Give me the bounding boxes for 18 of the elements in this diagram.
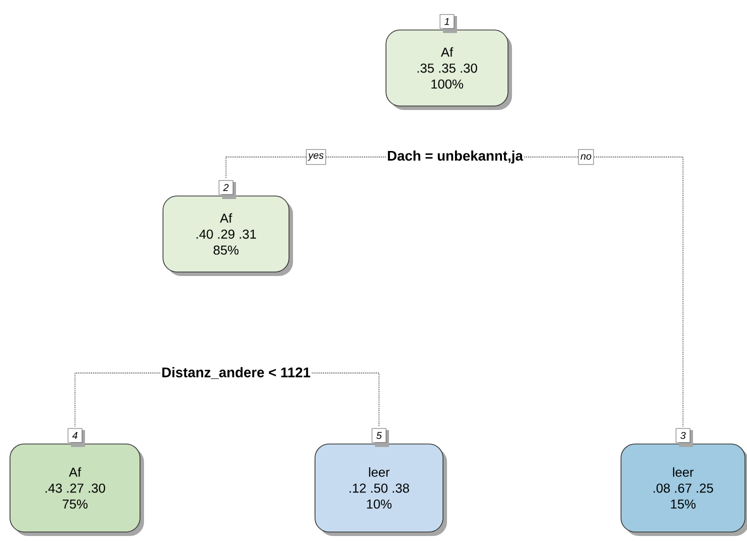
edge-label: no <box>578 149 594 165</box>
node-number-box: 3 <box>676 428 693 447</box>
node-number-box: 2 <box>218 180 236 199</box>
tree-node-box: Af .35 .35 .30 100% <box>386 30 512 110</box>
tree-node-box: Af .43 .27 .30 75% <box>10 444 144 536</box>
node-number-box: 5 <box>372 428 389 447</box>
connector-line <box>226 156 386 180</box>
tree-node-box: leer .12 .50 .38 10% <box>314 444 447 536</box>
tree-node-box: leer .08 .67 .25 15% <box>620 444 747 536</box>
split-condition: Dach = unbekannt,ja <box>388 150 524 164</box>
connector-line <box>524 156 684 428</box>
connector-line <box>311 372 380 428</box>
node-number-box: 4 <box>68 428 85 447</box>
tree-node-box: Af .40 .29 .31 85% <box>162 196 293 276</box>
connector-line <box>74 372 161 428</box>
edge-label: yes <box>306 149 326 165</box>
node-number-box: 1 <box>440 14 457 33</box>
split-condition: Distanz_andere < 1121 <box>162 367 310 379</box>
